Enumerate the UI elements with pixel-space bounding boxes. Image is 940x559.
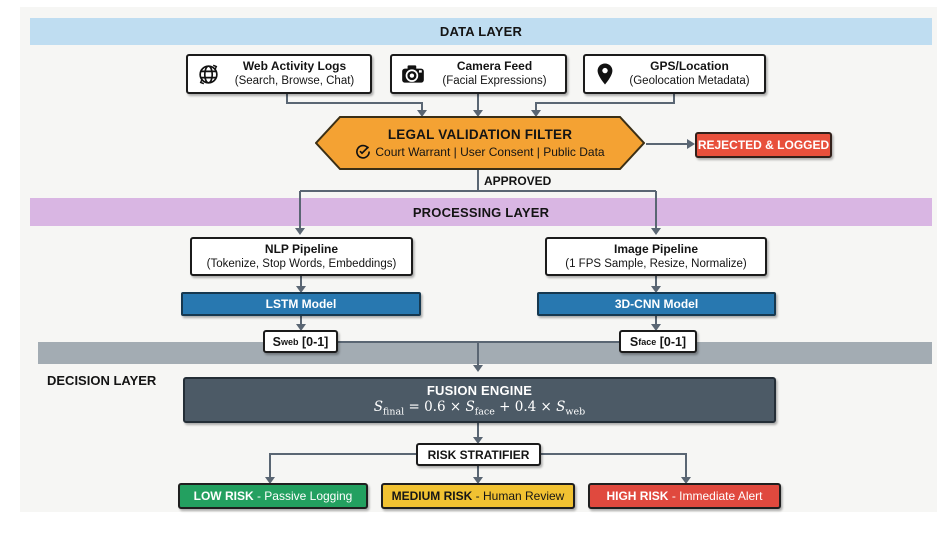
rejected-logged-box: REJECTED & LOGGED	[695, 132, 832, 158]
location-pin-icon	[593, 62, 617, 86]
source-subtitle: (Geolocation Metadata)	[629, 75, 750, 88]
risk-level: HIGH RISK	[606, 489, 669, 503]
source-subtitle: (Facial Expressions)	[442, 75, 547, 88]
filter-title: LEGAL VALIDATION FILTER	[387, 127, 573, 142]
check-circle-icon	[355, 144, 371, 159]
decision-layer-band	[38, 342, 932, 364]
processing-layer-label: PROCESSING LAYER	[412, 204, 550, 220]
score-range: [0-1]	[656, 334, 687, 349]
high-risk-box: HIGH RISK - Immediate Alert	[588, 483, 781, 509]
low-risk-box: LOW RISK - Passive Logging	[178, 483, 368, 509]
pipeline-title: NLP Pipeline	[264, 241, 339, 256]
risk-level: LOW RISK	[193, 489, 254, 503]
processing-layer-band: PROCESSING LAYER	[30, 198, 932, 226]
score-symbol: S	[272, 334, 281, 349]
camera-icon	[400, 61, 426, 87]
stratifier-label: RISK STRATIFIER	[427, 447, 530, 462]
fusion-title: FUSION ENGINE	[426, 382, 533, 398]
source-box-web-activity: Web Activity Logs (Search, Browse, Chat)	[186, 54, 372, 94]
medium-risk-box: MEDIUM RISK - Human Review	[381, 483, 575, 509]
score-subscript: web	[280, 336, 299, 347]
source-title: Camera Feed	[456, 59, 533, 74]
fusion-formula: Sfinal = 0.6 × Sface + 0.4 × Sweb	[373, 398, 586, 418]
lstm-model-box: LSTM Model	[181, 292, 421, 316]
hexagon-shape	[314, 116, 646, 170]
decision-layer-label: DECISION LAYER	[47, 373, 157, 388]
model-label: 3D-CNN Model	[614, 297, 699, 311]
pipeline-title: Image Pipeline	[613, 241, 699, 256]
cnn-model-box: 3D-CNN Model	[537, 292, 776, 316]
source-box-camera-feed: Camera Feed (Facial Expressions)	[390, 54, 567, 94]
risk-stratifier-box: RISK STRATIFIER	[416, 443, 541, 466]
fusion-engine-box: FUSION ENGINE Sfinal = 0.6 × Sface + 0.4…	[183, 377, 776, 423]
score-subscript: face	[638, 336, 657, 347]
image-pipeline-box: Image Pipeline (1 FPS Sample, Resize, No…	[545, 237, 767, 276]
score-symbol: S	[629, 334, 639, 349]
source-subtitle: (Search, Browse, Chat)	[234, 75, 355, 88]
rejected-label: REJECTED & LOGGED	[697, 138, 830, 152]
risk-action: - Immediate Alert	[668, 489, 763, 503]
globe-icon	[196, 62, 221, 87]
pipeline-subtitle: (1 FPS Sample, Resize, Normalize)	[565, 257, 747, 270]
model-label: LSTM Model	[265, 297, 337, 311]
nlp-pipeline-box: NLP Pipeline (Tokenize, Stop Words, Embe…	[190, 237, 413, 276]
data-layer-band: DATA LAYER	[30, 18, 932, 45]
filter-criteria: Court Warrant | User Consent | Public Da…	[375, 144, 605, 159]
risk-action: - Passive Logging	[253, 489, 353, 503]
approved-label: APPROVED	[484, 174, 552, 188]
source-box-gps-location: GPS/Location (Geolocation Metadata)	[583, 54, 766, 94]
legal-validation-filter: LEGAL VALIDATION FILTER Court Warrant | …	[314, 116, 646, 170]
data-layer-label: DATA LAYER	[439, 24, 523, 39]
score-range: [0-1]	[298, 334, 329, 349]
risk-level: MEDIUM RISK	[391, 489, 473, 503]
source-title: GPS/Location	[650, 59, 729, 74]
source-title: Web Activity Logs	[242, 59, 347, 74]
risk-action: - Human Review	[472, 489, 565, 503]
pipeline-subtitle: (Tokenize, Stop Words, Embeddings)	[206, 257, 397, 270]
